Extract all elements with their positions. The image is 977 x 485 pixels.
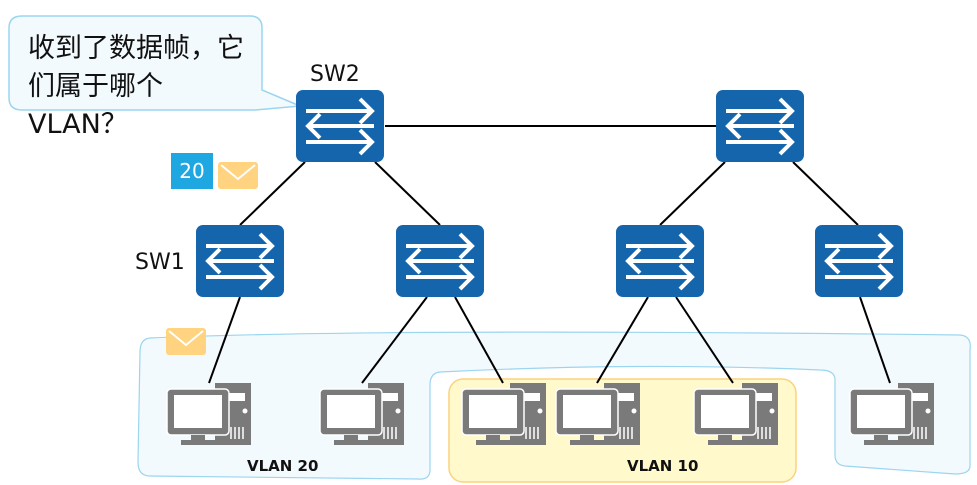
vlan10-label: VLAN 10 — [627, 457, 699, 475]
pc-5-icon[interactable] — [693, 382, 779, 446]
pc-2-icon[interactable] — [319, 382, 405, 446]
pc-4-icon[interactable] — [555, 382, 641, 446]
switch-sw2-label: SW2 — [310, 62, 360, 87]
speech-bubble — [8, 15, 301, 111]
link-sw2-swm2 — [374, 161, 441, 226]
link-swm3-pc5 — [675, 296, 734, 384]
switch-sw2-icon[interactable] — [294, 88, 386, 164]
link-swtr-swm3 — [659, 161, 726, 226]
vlan20-label: VLAN 20 — [247, 457, 319, 475]
link-swm4-pc6 — [859, 296, 891, 384]
switch-sw1-icon[interactable] — [194, 223, 286, 299]
switch-top-right-icon[interactable] — [714, 88, 806, 164]
link-swm3-pc4 — [596, 296, 649, 384]
pc-3-icon[interactable] — [461, 382, 547, 446]
bubble-line-1: 收到了数据帧，它 — [28, 33, 244, 64]
pc-6-icon[interactable] — [849, 382, 935, 446]
link-sw1-pc1 — [208, 296, 241, 384]
link-swtr-swm4 — [792, 161, 859, 226]
pc-1-icon[interactable] — [166, 382, 252, 446]
untagged-frame-envelope-icon — [165, 327, 207, 356]
bubble-line-2: 们属于哪个VLAN？ — [28, 71, 163, 140]
switch-mid-3-icon[interactable] — [614, 223, 706, 299]
speech-bubble-text: 收到了数据帧，它 们属于哪个VLAN？ — [28, 30, 258, 144]
switch-mid-2-icon[interactable] — [394, 223, 486, 299]
vlan-tag-badge: 20 — [171, 153, 213, 189]
links — [208, 125, 891, 384]
switch-mid-4-icon[interactable] — [813, 223, 905, 299]
link-sw2-sw1 — [239, 161, 306, 226]
tagged-frame-envelope-icon — [217, 161, 259, 190]
link-swm2-pc3 — [454, 296, 504, 384]
switch-sw1-label: SW1 — [135, 250, 185, 275]
link-swm2-pc2 — [361, 296, 428, 384]
